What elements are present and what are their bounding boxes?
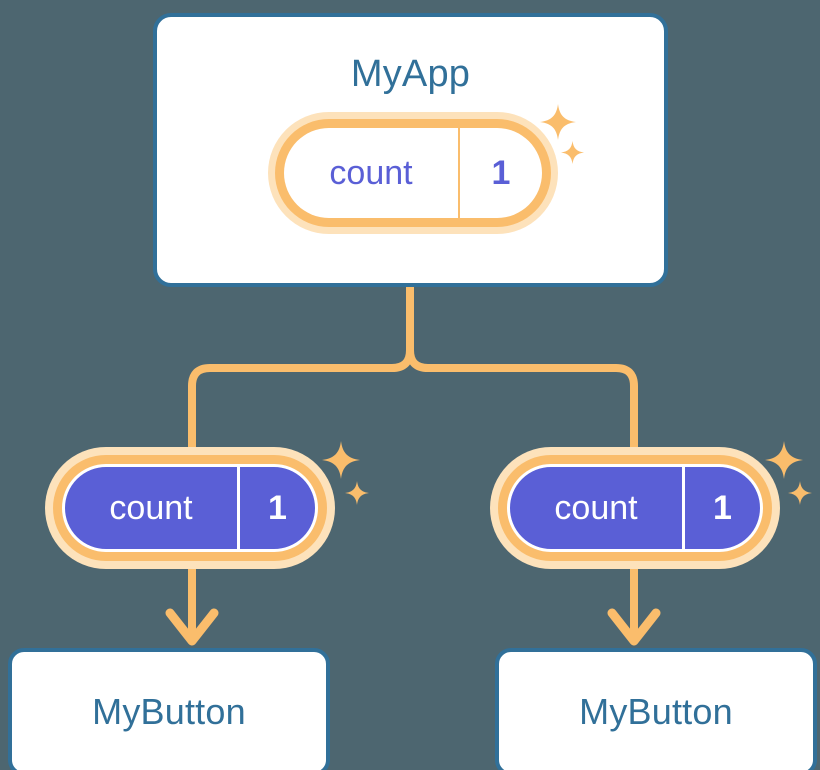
component-card-mybutton-right[interactable]: MyButton: [495, 648, 817, 770]
pill-body: count 1: [62, 464, 318, 552]
component-label: MyButton: [579, 691, 733, 732]
pill-body: count 1: [507, 464, 763, 552]
wire-branch-right: [406, 346, 638, 451]
sparkle-icon-root-small: [561, 141, 584, 164]
sparkle-icon-left-large: [322, 441, 360, 479]
state-pill-root[interactable]: count 1: [268, 112, 558, 234]
state-value-label: 1: [491, 154, 511, 192]
sparkle-icon-left-small: [345, 481, 369, 505]
arrow-head-right-icon: [607, 608, 661, 646]
arrow-head-left-icon: [165, 608, 219, 646]
sparkle-icon-right-large: [765, 441, 803, 479]
sparkle-icon-right-small: [788, 481, 812, 505]
component-card-mybutton-left[interactable]: MyButton: [8, 648, 330, 770]
sparkle-icon-root-large: [540, 104, 576, 140]
state-key-label: count: [284, 128, 460, 218]
wire-branch-left: [188, 346, 414, 451]
state-key-label: count: [65, 467, 240, 549]
state-value-label: 1: [268, 489, 287, 527]
pill-body: count 1: [284, 128, 542, 218]
page-title: MyApp: [350, 53, 471, 95]
component-label: MyButton: [92, 691, 246, 732]
state-key-label: count: [510, 467, 685, 549]
state-pill-child-right[interactable]: count 1: [490, 447, 780, 569]
state-value-label: 1: [713, 489, 732, 527]
state-pill-child-left[interactable]: count 1: [45, 447, 335, 569]
